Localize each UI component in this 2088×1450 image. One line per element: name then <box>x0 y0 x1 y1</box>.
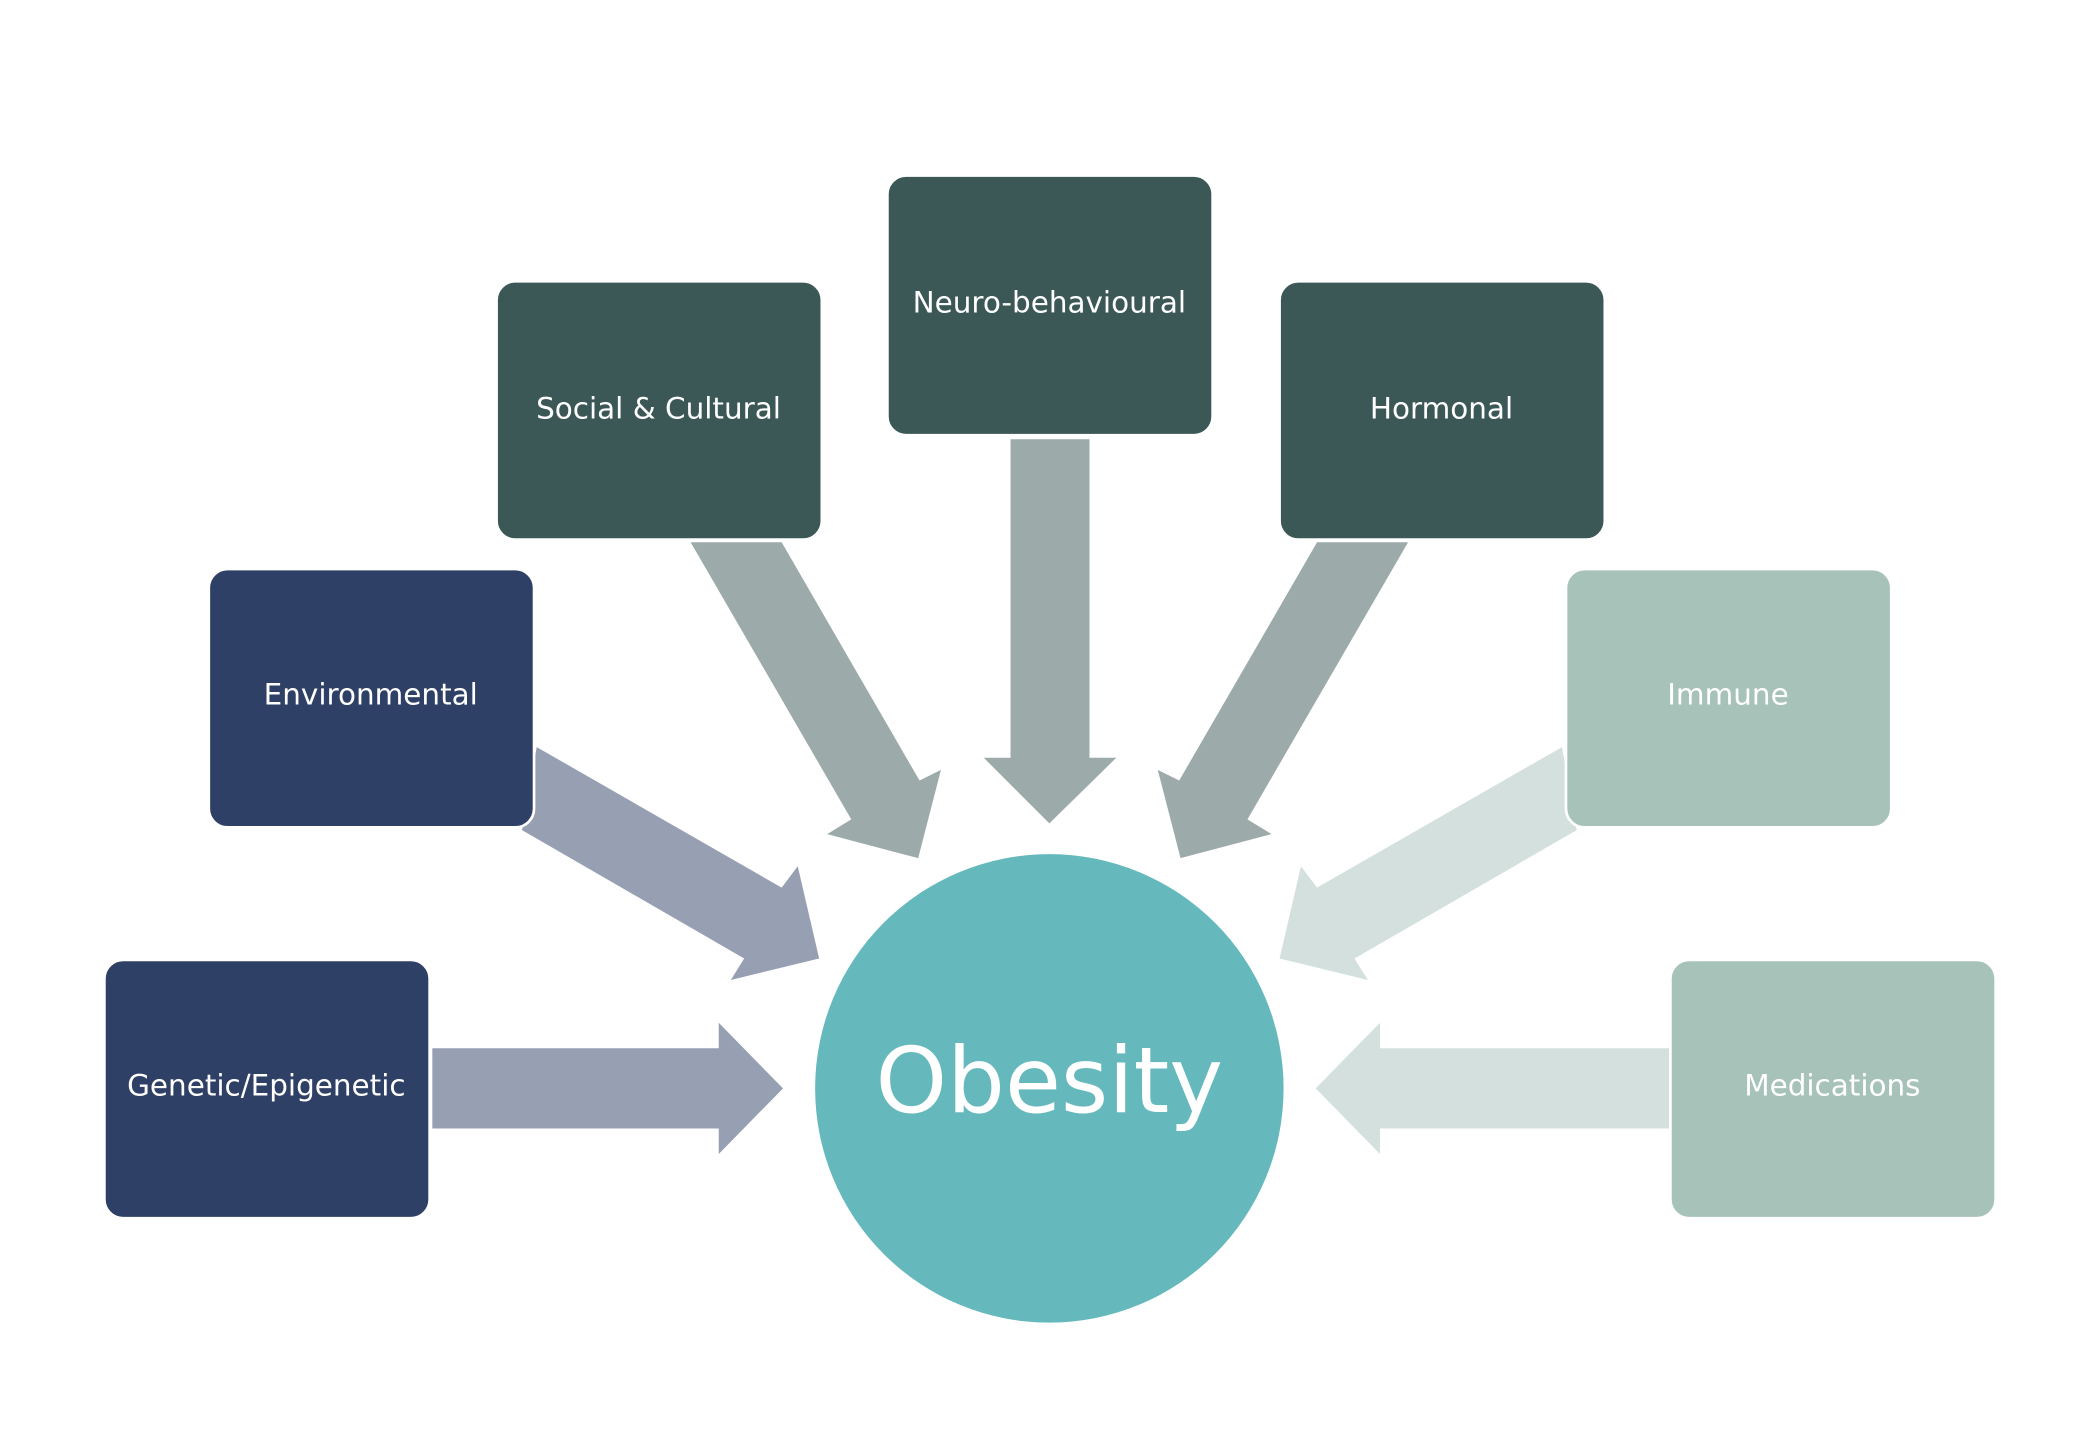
factor-label: Hormonal <box>1370 391 1513 425</box>
arrow-immune <box>1279 747 1577 980</box>
center-node-obesity: Obesity <box>815 854 1284 1323</box>
factor-label: Medications <box>1744 1069 1920 1103</box>
center-circle <box>815 854 1284 1323</box>
factor-social-cultural: Social & Cultural <box>495 279 824 541</box>
factor-environmental: Environmental <box>207 567 536 829</box>
factor-label: Environmental <box>264 678 478 712</box>
arrow-genetic <box>432 1022 783 1154</box>
arrow-neuro-behavioural <box>983 439 1117 824</box>
factor-label: Genetic/Epigenetic <box>127 1069 405 1103</box>
arrow-social-cultural <box>690 542 941 859</box>
factor-genetic-epigenetic: Genetic/Epigenetic <box>103 958 431 1220</box>
factor-hormonal: Hormonal <box>1278 279 1607 541</box>
arrow-hormonal <box>1157 542 1409 859</box>
factor-medications: Medications <box>1669 958 1997 1220</box>
factor-immune: Immune <box>1564 567 1893 829</box>
factor-label: Social & Cultural <box>536 391 781 425</box>
factor-label: Immune <box>1667 678 1788 712</box>
arrow-medications <box>1315 1022 1670 1154</box>
arrow-environmental <box>522 747 820 980</box>
factor-neuro-behavioural: Neuro-behavioural <box>886 174 1214 437</box>
center-label: Obesity <box>876 1029 1224 1134</box>
factor-label: Neuro-behavioural <box>913 286 1187 320</box>
